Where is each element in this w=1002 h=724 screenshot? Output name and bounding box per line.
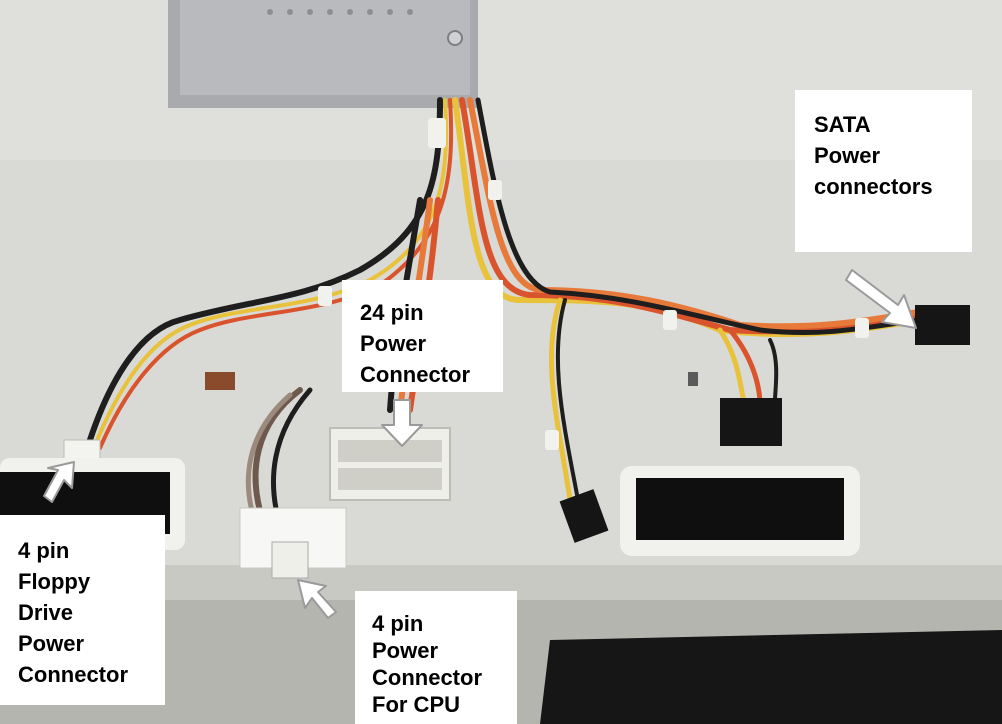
label-line: 4 pin — [372, 611, 424, 636]
label-line: Power — [372, 638, 439, 663]
sata-connector-right — [915, 305, 970, 345]
cpu-4-pin-connector — [271, 541, 309, 579]
label-line: SATA — [814, 112, 871, 137]
sata-connector-lower — [559, 489, 609, 543]
label-line: Drive — [18, 600, 74, 625]
loose-screw-icon — [688, 372, 698, 386]
label-line: connectors — [814, 174, 933, 199]
arrow-to-sata-icon — [845, 269, 917, 329]
label-line: Power — [360, 331, 427, 356]
floppy-drive-power-connector-label: 4 pin Floppy Drive Power Connector — [0, 515, 165, 705]
24-pin-power-connector-label: 24 pin Power Connector — [342, 280, 503, 392]
label-line: Power — [18, 631, 85, 656]
label-line: Connector — [18, 662, 128, 687]
label-line: Connector — [372, 665, 482, 690]
cable-ties — [318, 118, 869, 450]
label-line: Power — [814, 143, 881, 168]
arrow-to-24-pin-icon — [381, 399, 423, 447]
label-line: Connector — [360, 362, 470, 387]
sata-power-connectors-label: SATA Power connectors — [795, 90, 972, 252]
label-line: 4 pin — [18, 538, 70, 563]
screw-icon — [447, 30, 463, 46]
label-line: Floppy — [18, 569, 91, 594]
floor-shadow — [540, 630, 1002, 724]
label-line: 24 pin — [360, 300, 424, 325]
cpu-power-connector-label: 4 pin Power Connector For CPU — [355, 591, 517, 724]
arrow-to-floppy-icon — [43, 461, 75, 503]
small-brown-connector — [205, 372, 235, 390]
arrow-to-cpu-icon — [297, 579, 337, 619]
label-line: For CPU — [372, 692, 460, 717]
sata-connector-middle — [720, 398, 782, 446]
